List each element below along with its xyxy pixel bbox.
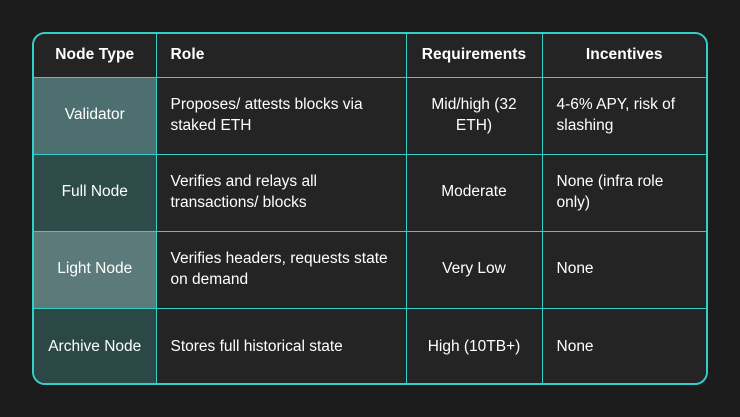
- cell-node-type: Full Node: [34, 153, 157, 232]
- cell-incentives: None: [541, 307, 706, 383]
- cell-node-type: Archive Node: [34, 307, 157, 383]
- cell-requirements: Mid/high (32 ETH): [405, 76, 543, 155]
- cell-node-type: Light Node: [34, 230, 157, 309]
- table-row: Validator Proposes/ attests blocks via s…: [34, 76, 706, 155]
- header-row: Node Type Role Requirements Incentives: [34, 34, 706, 78]
- table-body: Validator Proposes/ attests blocks via s…: [34, 76, 706, 383]
- cell-node-type: Validator: [34, 76, 157, 155]
- column-header-node-type: Node Type: [34, 34, 157, 78]
- cell-role: Stores full historical state: [155, 307, 407, 383]
- cell-requirements: Very Low: [405, 230, 543, 309]
- node-comparison-table: Node Type Role Requirements Incentives V…: [32, 32, 708, 385]
- cell-incentives: None (infra role only): [541, 153, 706, 232]
- table-row: Light Node Verifies headers, requests st…: [34, 230, 706, 309]
- cell-incentives: None: [541, 230, 706, 309]
- column-header-role: Role: [155, 34, 407, 78]
- column-header-requirements: Requirements: [405, 34, 543, 78]
- cell-role: Verifies and relays all transactions/ bl…: [155, 153, 407, 232]
- table-row: Full Node Verifies and relays all transa…: [34, 153, 706, 232]
- table-header: Node Type Role Requirements Incentives: [34, 34, 706, 78]
- table-row: Archive Node Stores full historical stat…: [34, 307, 706, 383]
- cell-incentives: 4-6% APY, risk of slashing: [541, 76, 706, 155]
- cell-role: Proposes/ attests blocks via staked ETH: [155, 76, 407, 155]
- cell-role: Verifies headers, requests state on dema…: [155, 230, 407, 309]
- cell-requirements: High (10TB+): [405, 307, 543, 383]
- cell-requirements: Moderate: [405, 153, 543, 232]
- column-header-incentives: Incentives: [541, 34, 706, 78]
- table: Node Type Role Requirements Incentives V…: [34, 34, 706, 383]
